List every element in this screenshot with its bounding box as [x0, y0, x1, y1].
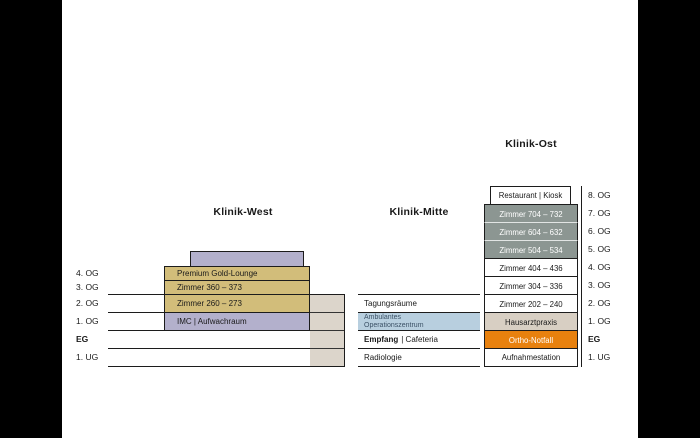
- ost-floor-zimmer-704-732: Zimmer 704 – 732: [484, 204, 578, 223]
- west-annex-floor-line-eg: [310, 330, 344, 331]
- right-axis-label-4og: 4. OG: [588, 262, 611, 272]
- floor-line-1ug-mitte: [358, 348, 480, 349]
- mitte-floor-ambulantes-line2: Operationszentrum: [364, 321, 424, 329]
- right-axis-label-7og: 7. OG: [588, 208, 611, 218]
- west-floor-zimmer-260-273: Zimmer 260 – 273: [164, 294, 310, 313]
- right-axis-label-3og: 3. OG: [588, 280, 611, 290]
- mitte-cafeteria-label: | Cafeteria: [401, 335, 438, 344]
- left-axis-label-1ug: 1. UG: [76, 352, 99, 362]
- ost-floor-zimmer-304-336: Zimmer 304 – 336: [484, 276, 578, 295]
- ost-floor-hausarztpraxis: Hausarztpraxis: [484, 312, 578, 331]
- left-axis-label-2og: 2. OG: [76, 298, 99, 308]
- left-axis-label-3og: 3. OG: [76, 282, 99, 292]
- west-annex-floor-line-1og: [310, 312, 344, 313]
- floor-line-1og-mitte: [358, 312, 480, 313]
- mitte-floor-tagungsraeume: Tagungsräume: [364, 299, 417, 308]
- klinik-mitte-title: Klinik-Mitte: [389, 206, 449, 218]
- mitte-floor-radiologie: Radiologie: [364, 353, 402, 362]
- right-axis-label-1ug: 1. UG: [588, 352, 611, 362]
- right-axis-label-8og: 8. OG: [588, 190, 611, 200]
- left-axis-label-1og: 1. OG: [76, 316, 99, 326]
- west-rooftop-block: [190, 251, 304, 267]
- mitte-floor-ambulantes-line1: Ambulantes: [364, 313, 401, 321]
- floor-line-2og-mitte: [358, 294, 480, 295]
- ost-floor-aufnahmestation: Aufnahmestation: [484, 348, 578, 367]
- floor-line-bottom-mitte: [358, 366, 480, 367]
- ost-floor-zimmer-202-240: Zimmer 202 – 240: [484, 294, 578, 313]
- floor-line-bottom-west: [108, 366, 345, 367]
- klinik-west-title: Klinik-West: [213, 206, 273, 218]
- right-axis-label-2og: 2. OG: [588, 298, 611, 308]
- floor-line-1ug-west: [108, 348, 345, 349]
- floor-line-eg-mitte: [358, 330, 480, 331]
- right-axis-label-6og: 6. OG: [588, 226, 611, 236]
- right-axis-label-1og: 1. OG: [588, 316, 611, 326]
- west-floor-imc-aufwachraum: IMC | Aufwachraum: [164, 312, 310, 331]
- left-axis-label-4og: 4. OG: [76, 268, 99, 278]
- ost-floor-zimmer-404-436: Zimmer 404 – 436: [484, 258, 578, 277]
- mitte-floor-empfang-cafeteria: Empfang | Cafeteria: [358, 330, 480, 349]
- right-axis-label-5og: 5. OG: [588, 244, 611, 254]
- right-axis-label-eg: EG: [588, 334, 601, 344]
- ost-axis-line: [581, 186, 582, 367]
- west-floor-zimmer-360-373: Zimmer 360 – 373: [164, 280, 310, 295]
- left-axis-label-eg: EG: [76, 334, 89, 344]
- ost-floor-zimmer-604-632: Zimmer 604 – 632: [484, 222, 578, 241]
- ost-floor-zimmer-504-534: Zimmer 504 – 534: [484, 240, 578, 259]
- west-annex-floor-line-1ug: [310, 348, 344, 349]
- mitte-floor-ambulantes-operationszentrum: Ambulantes Operationszentrum: [358, 312, 480, 331]
- ost-floor-restaurant-kiosk: Restaurant | Kiosk: [490, 186, 571, 205]
- west-floor-premium-gold-lounge: Premium Gold-Lounge: [164, 266, 310, 281]
- ost-floor-ortho-notfall: Ortho-Notfall: [484, 330, 578, 349]
- klinik-ost-title: Klinik-Ost: [505, 138, 557, 150]
- mitte-empfang-label: Empfang: [364, 335, 399, 344]
